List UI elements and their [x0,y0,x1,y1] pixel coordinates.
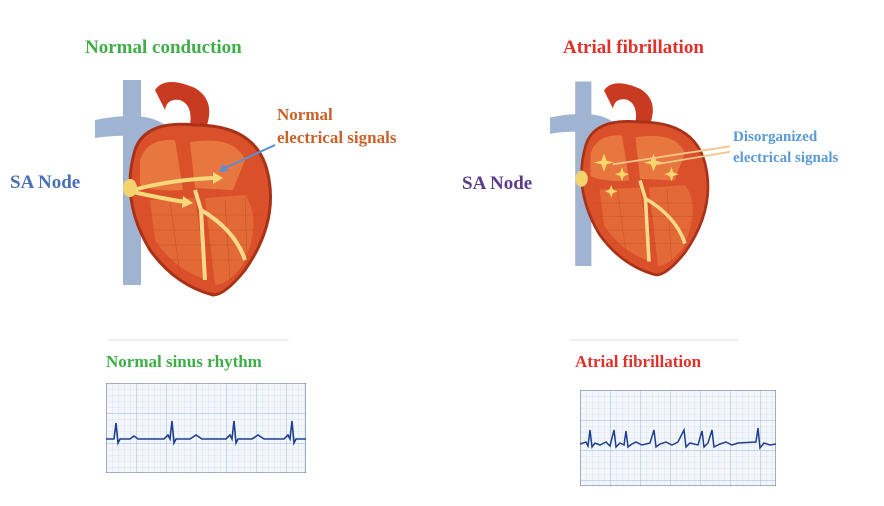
right-ecg-ghost-text: ────────────── [570,330,739,349]
annotation-pointer-line-1 [612,145,730,166]
aorta-vessel [604,83,653,122]
right-annotation: Disorganized electrical signals [733,127,838,169]
signal-arrow-2 [132,190,186,204]
annotation-pointer-arrowhead [219,164,229,172]
left-annotation: Normal electrical signals [277,103,396,149]
signal-arrowhead-2 [182,196,193,208]
spark-icon [594,153,614,172]
signal-arrow-1 [132,176,214,192]
left-annotation-line2: electrical signals [277,128,397,147]
right-heart-illustration [550,81,730,277]
spark-icon [664,167,679,182]
conduction-pathway [638,179,687,262]
left-ventricle [649,185,693,266]
right-ventricle [150,198,207,280]
sa-node-marker [575,170,588,187]
ecg-trace [106,420,306,446]
right-ecg-strip [580,390,776,486]
signal-arrowhead-1 [213,172,223,184]
sa-node-marker [123,179,137,197]
left-ventricle [205,195,254,285]
right-title: Atrial fibrillation [563,37,704,58]
chaotic-impulses [594,153,679,198]
right-atrium [140,139,183,191]
left-title: Normal conduction [85,37,242,58]
left-atrium [635,135,685,181]
ecg-trace [580,427,776,450]
spark-icon [643,153,664,172]
left-ecg-strip [106,383,306,473]
annotation-pointer-line-2 [656,150,730,166]
conduction-pathway [193,189,247,281]
left-sa-node-label: SA Node [10,172,81,193]
spark-icon [614,167,630,182]
right-annotation-line1: Disorganized [733,129,818,145]
left-heart-illustration [95,80,276,297]
right-ventricle [599,187,651,262]
right-atrium [590,135,630,181]
annotation-pointer-arrow [224,144,276,169]
right-sa-node-label: SA Node [462,173,533,194]
right-annotation-line2: electrical signals [733,150,839,166]
aorta-vessel [155,81,210,125]
left-ecg-ghost-text: ─────────────── [108,330,289,349]
right-ecg-title: Atrial fibrillation [575,352,702,371]
left-ecg-title: Normal sinus rhythm [106,352,262,371]
spark-icon [604,185,618,198]
left-annotation-line1: Normal [277,105,333,124]
